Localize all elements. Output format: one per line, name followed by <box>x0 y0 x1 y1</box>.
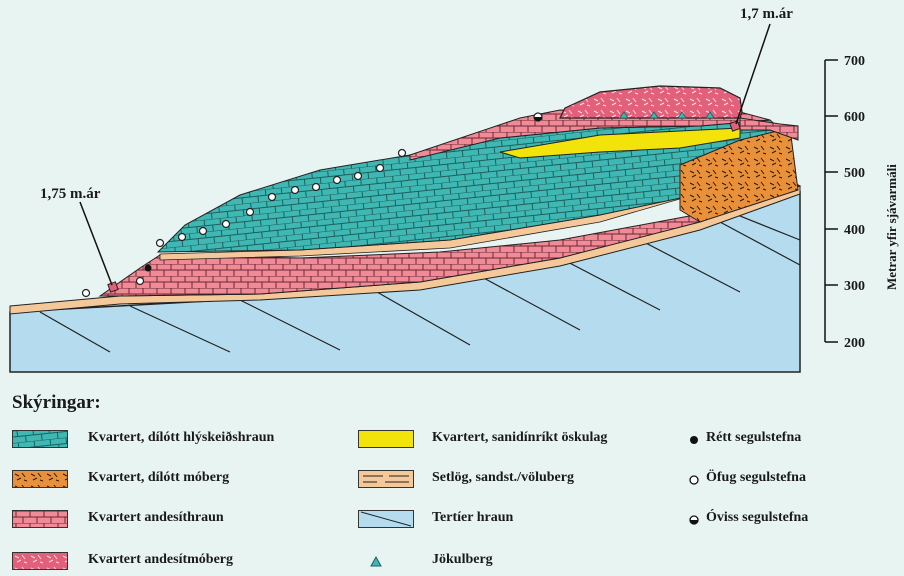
tick-label-200: 200 <box>844 336 865 351</box>
andesite-moberg-cap <box>560 86 742 118</box>
legend-label-jokulberg: Jökulberg <box>432 552 493 568</box>
legend-swatch-moberg <box>12 470 68 488</box>
legend-label-teal-lava: Kvartert, dílótt hlýskeiðshraun <box>88 430 274 446</box>
legend-label-sediment: Setlög, sandst./völuberg <box>432 470 574 486</box>
legend-label-andesite-lava: Kvartert andesíthraun <box>88 510 224 526</box>
uncertain-polarity-marker <box>534 113 542 121</box>
annotation-top-right: 1,7 m.ár <box>740 6 793 22</box>
tick-label-500: 500 <box>844 166 865 181</box>
annotation-left: 1,75 m.ár <box>40 186 101 202</box>
legend-swatch-ash <box>358 430 414 448</box>
legend-swatch-sediment <box>358 470 414 488</box>
legend-label-moberg: Kvartert, dílótt móberg <box>88 470 229 486</box>
legend-swatch-andesite-lava <box>12 510 68 528</box>
legend-label-ash: Kvartert, sanidínríkt öskulag <box>432 430 607 446</box>
legend-title: Skýringar: <box>12 392 101 414</box>
triangle-icon <box>366 552 386 572</box>
elevation-axis <box>825 60 838 342</box>
legend-label-tertiary: Tertíer hraun <box>432 510 513 526</box>
legend-swatch-tertiary <box>358 510 414 528</box>
legend-swatch-andesite-moberg <box>12 552 68 570</box>
normal-polarity-marker <box>145 265 152 272</box>
legend-label-uncertain-polarity: Óviss segulstefna <box>706 510 808 526</box>
tick-label-300: 300 <box>844 279 865 294</box>
legend-swatch-teal-lava <box>12 430 68 448</box>
open-circle-icon <box>684 470 704 490</box>
filled-circle-icon <box>684 430 704 450</box>
tick-label-600: 600 <box>844 110 865 125</box>
axis-label: Metrar yfir sjávarmáli <box>884 164 899 290</box>
legend-label-normal-polarity: Rétt segulstefna <box>706 430 801 446</box>
legend-label-andesite-moberg: Kvartert andesítmóberg <box>88 552 233 568</box>
tick-label-700: 700 <box>844 54 865 69</box>
tick-label-400: 400 <box>844 223 865 238</box>
half-circle-icon <box>684 510 704 530</box>
legend-label-reverse-polarity: Öfug segulstefna <box>706 470 806 486</box>
